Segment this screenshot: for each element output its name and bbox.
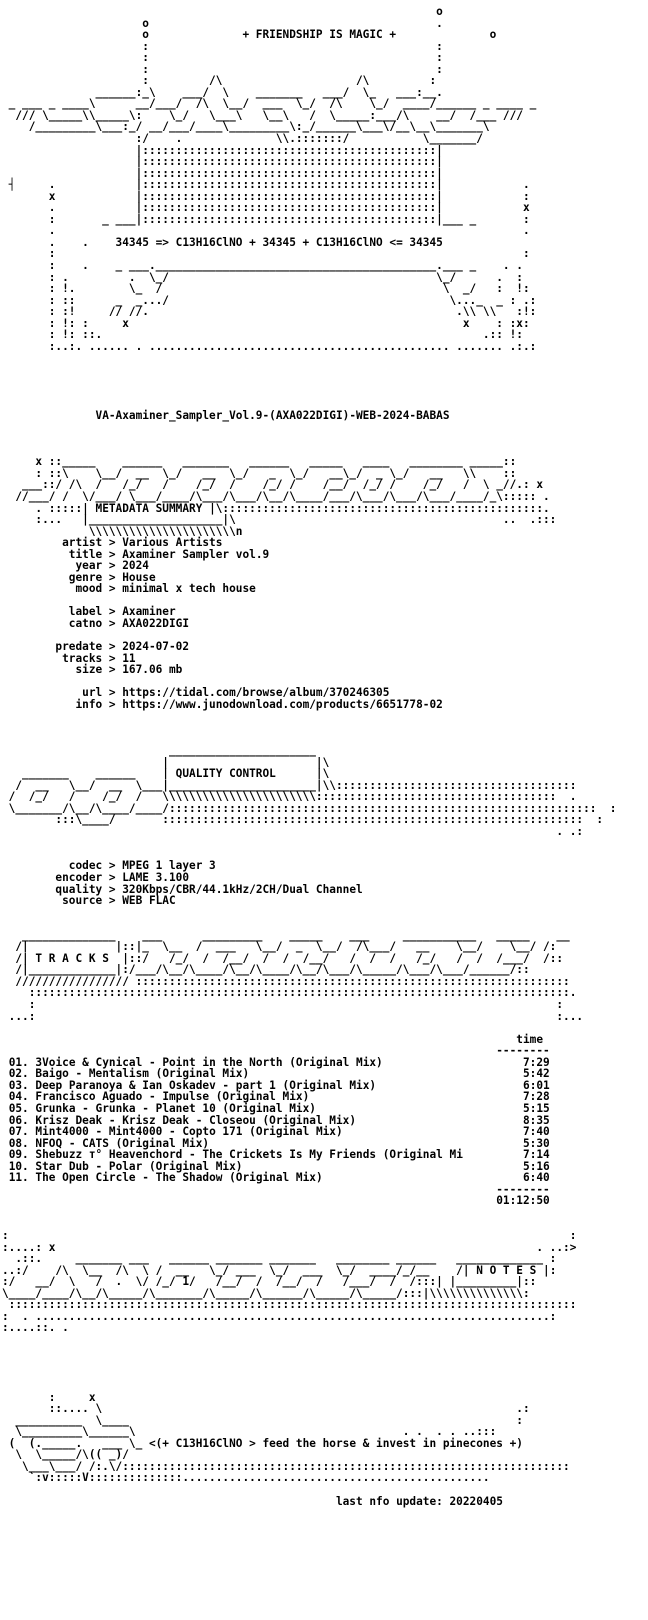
- track-row: 05. Grunka - Grunka - Planet 10 (Origina…: [9, 1102, 550, 1115]
- nfo-footer-tagline: <(+ C13H16ClNO > feed the horse & invest…: [148, 1436, 523, 1450]
- meta-artist-value: Various Artists: [122, 536, 223, 550]
- track-name: Star Dub - Polar (Original Mix): [35, 1159, 243, 1173]
- track-time: 7:28: [523, 1090, 550, 1104]
- meta-genre-value: House: [122, 570, 156, 584]
- quality-codec-value: MPEG 1 layer 3: [122, 859, 216, 873]
- meta-catno-value: AXA022DIGI: [122, 616, 190, 630]
- meta-size-value: 167.06 mb: [122, 663, 183, 677]
- track-row: 08. NFOQ - CATS (Original Mix) 5:30: [9, 1137, 550, 1150]
- track-name: NFOQ - CATS (Original Mix): [35, 1136, 210, 1150]
- track-name: Grunka - Grunka - Planet 10 (Original Mi…: [35, 1101, 316, 1115]
- track-row: 11. The Open Circle - The Shadow (Origin…: [9, 1171, 550, 1184]
- track-time: 5:42: [523, 1067, 550, 1081]
- nfo-formula: 34345 => C13H16ClNO + 34345 + C13H16ClNO…: [115, 235, 443, 249]
- track-number: 07.: [8, 1125, 29, 1139]
- track-name: Francisco Aguado - Impulse (Original Mix…: [35, 1090, 310, 1104]
- track-row: 03. Deep Paranoya & Ian Oskadev - part 1…: [9, 1079, 550, 1092]
- track-row: 01. 3Voice & Cynical - Point in the Nort…: [9, 1056, 550, 1069]
- track-name: Deep Paranoya & Ian Oskadev - part 1 (Or…: [35, 1078, 377, 1092]
- track-name: Krisz Deak - Krisz Deak - Closeou (Origi…: [35, 1113, 357, 1127]
- quality-source-value: WEB FLAC: [122, 894, 176, 908]
- nfo-release-name: VA-Axaminer_Sampler_Vol.9-(AXA022DIGI)-W…: [95, 409, 450, 423]
- track-time: 8:35: [523, 1113, 550, 1127]
- meta-year-value: 2024: [122, 559, 149, 573]
- track-name: Shebuzz т° Heavenchord - The Crickets Is…: [35, 1148, 463, 1162]
- track-time: 5:16: [523, 1159, 550, 1173]
- track-time: 6:40: [523, 1171, 550, 1185]
- track-number: 02.: [8, 1067, 29, 1081]
- meta-title-value: Axaminer Sampler vol.9: [122, 547, 270, 561]
- nfo-section-notes: N O T E S: [476, 1263, 537, 1277]
- track-name: The Open Circle - The Shadow (Original M…: [35, 1171, 323, 1185]
- nfo-header-title: + FRIENDSHIP IS MAGIC +: [242, 28, 397, 42]
- track-number: 08.: [8, 1136, 29, 1150]
- track-time: 5:30: [523, 1136, 550, 1150]
- track-row: 06. Krisz Deak - Krisz Deak - Closeou (O…: [9, 1114, 550, 1127]
- track-time: 7:14: [523, 1148, 550, 1162]
- track-name: Baigo - Mentalism (Original Mix): [35, 1067, 250, 1081]
- meta-predate-value: 2024-07-02: [122, 640, 190, 654]
- quality-quality-value: 320Kbps/CBR/44.1kHz/2CH/Dual Channel: [122, 882, 363, 896]
- quality-encoder-value: LAME 3.100: [122, 871, 190, 885]
- track-name: Mint4000 - Mint4000 - Copto 171 (Origina…: [35, 1125, 343, 1139]
- track-number: 04.: [8, 1090, 29, 1104]
- track-number: 11.: [8, 1171, 29, 1185]
- meta-label-value: Axaminer: [122, 605, 176, 619]
- meta-mood-value: minimal x tech house: [122, 582, 256, 596]
- meta-tracks-value: 11: [122, 651, 136, 665]
- track-row: 10. Star Dub - Polar (Original Mix) 5:16: [9, 1160, 550, 1173]
- nfo-section-quality: QUALITY CONTROL: [175, 767, 276, 781]
- nfo-section-tracks: T R A C K S: [35, 951, 109, 965]
- track-number: 03.: [8, 1078, 29, 1092]
- track-time: 7:29: [523, 1055, 550, 1069]
- track-time: 6:01: [523, 1078, 550, 1092]
- nfo-text: o o . o + FRIENDSHIP IS MAGIC + o :: [2, 5, 617, 1508]
- meta-info-link[interactable]: https://www.junodownload.com/products/66…: [122, 697, 443, 711]
- nfo-section-metadata: METADATA SUMMARY: [95, 501, 203, 515]
- track-number: 10.: [8, 1159, 29, 1173]
- tracks-header-time: time: [516, 1032, 544, 1046]
- track-number: 05.: [8, 1101, 29, 1115]
- track-number: 01.: [8, 1055, 29, 1069]
- track-time: 5:15: [523, 1101, 550, 1115]
- track-number: 06.: [8, 1113, 29, 1127]
- meta-url-link[interactable]: https://tidal.com/browse/album/370246305: [122, 686, 390, 700]
- nfo-last-update: last nfo update: 20220405: [335, 1494, 503, 1508]
- track-row: 07. Mint4000 - Mint4000 - Copto 171 (Ori…: [9, 1125, 550, 1138]
- track-row: 02. Baigo - Mentalism (Original Mix) 5:4…: [9, 1067, 550, 1080]
- tracks-total-time: 01:12:50: [496, 1194, 550, 1208]
- track-row: 04. Francisco Aguado - Impulse (Original…: [9, 1090, 550, 1103]
- track-row: 09. Shebuzz т° Heavenchord - The Cricket…: [9, 1148, 550, 1161]
- track-number: 09.: [8, 1148, 29, 1162]
- track-time: 7:40: [523, 1125, 550, 1139]
- track-name: 3Voice & Cynical - Point in the North (O…: [35, 1055, 383, 1069]
